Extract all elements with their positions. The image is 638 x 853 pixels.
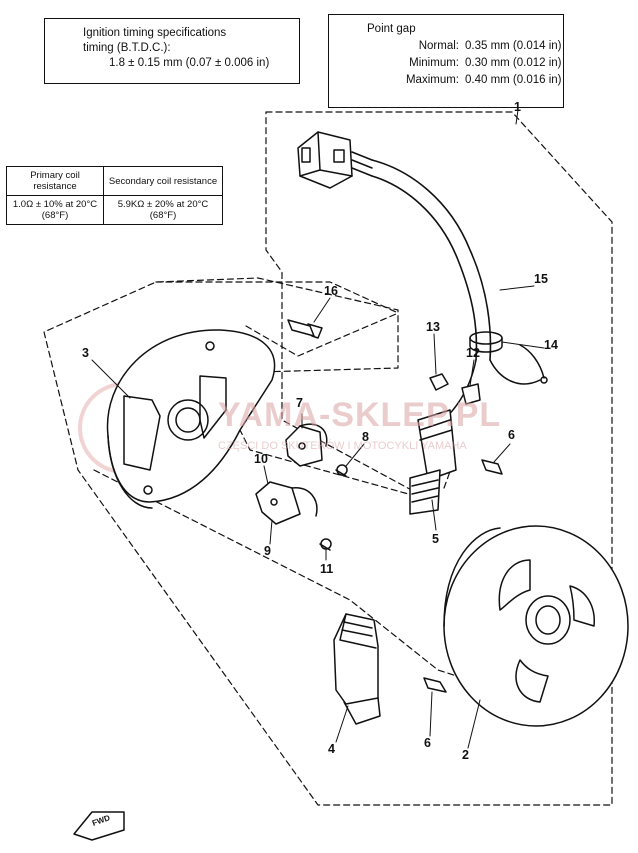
gap-value: 0.40 mm (0.016 in) — [465, 74, 562, 86]
secondary-coil-header: Secondary coil resistance — [103, 166, 223, 196]
screw-11 — [319, 538, 332, 551]
ignition-timing-box: Ignition timing specifications timing (B… — [44, 18, 300, 84]
secondary-coil-value: 5.9KΩ ± 20% at 20°C (68°F) — [103, 195, 223, 225]
part-number-6-lower: 6 — [424, 736, 431, 750]
coil-resistance-table: Primary coil resistance Secondary coil r… — [6, 166, 223, 225]
part-number-1: 1 — [514, 100, 521, 114]
gap-value: 0.30 mm (0.012 in) — [465, 57, 562, 69]
part-number-10: 10 — [254, 452, 268, 466]
part-number-2: 2 — [462, 748, 469, 762]
gap-label: Normal: — [418, 40, 459, 52]
contact-breaker-9 — [255, 481, 318, 525]
stator-dashed-line — [155, 281, 397, 313]
fwd-arrow-icon — [73, 811, 125, 841]
part-number-12: 12 — [466, 346, 480, 360]
watermark-text: YAMA-SKLEP.PL — [218, 396, 502, 434]
flywheel-rotor — [443, 525, 629, 727]
part-number-5: 5 — [432, 532, 439, 546]
part-number-16: 16 — [324, 284, 338, 298]
wire-connector — [297, 131, 373, 189]
nut-13 — [429, 373, 449, 391]
screw-8 — [335, 464, 348, 477]
stator-base-plate — [106, 329, 276, 509]
gap-row-minimum: Minimum: 0.30 mm (0.012 in) — [367, 55, 563, 72]
leader-lines — [91, 109, 545, 749]
part-number-3: 3 — [82, 346, 89, 360]
point-gap-box: Point gap Normal: 0.35 mm (0.014 in) Min… — [328, 14, 564, 108]
part-number-14: 14 — [544, 338, 558, 352]
screw-16 — [287, 319, 323, 339]
gap-label: Maximum: — [405, 74, 459, 86]
assembly-dashed-boundary — [43, 111, 613, 806]
part-number-7: 7 — [296, 396, 303, 410]
screw-6-lower — [423, 677, 447, 693]
part-number-4: 4 — [328, 742, 335, 756]
contact-breaker-7 — [285, 423, 328, 467]
primary-coil-header: Primary coil resistance — [6, 166, 104, 196]
part-number-11: 11 — [320, 562, 334, 576]
point-gap-title: Point gap — [367, 23, 416, 35]
ignition-title-1: Ignition timing specifications — [83, 27, 227, 39]
gap-label: Minimum: — [409, 57, 459, 69]
gap-row-normal: Normal: 0.35 mm (0.014 in) — [367, 38, 563, 55]
coil-lower — [333, 613, 381, 725]
bracket-12 — [461, 383, 481, 405]
ignition-title-2: timing (B.T.D.C.): — [83, 42, 171, 54]
bolt-dashed-line — [245, 313, 397, 357]
ignition-value: 1.8 ± 0.15 mm (0.07 ± 0.006 in) — [109, 57, 270, 69]
screw-6-upper — [481, 459, 503, 475]
primary-coil-value: 1.0Ω ± 10% at 20°C (68°F) — [6, 195, 104, 225]
wire-harness — [371, 159, 548, 426]
gap-row-maximum: Maximum: 0.40 mm (0.016 in) — [367, 72, 563, 89]
part-number-6-upper: 6 — [508, 428, 515, 442]
part-number-15: 15 — [534, 272, 548, 286]
part-number-9: 9 — [264, 544, 271, 558]
part-number-8: 8 — [362, 430, 369, 444]
part-number-13: 13 — [426, 320, 440, 334]
watermark-subtext: CZĘŚCI DO SKUTERÓW I MOTOCYKLI YAMAHA — [218, 440, 467, 452]
gap-value: 0.35 mm (0.014 in) — [465, 40, 562, 52]
